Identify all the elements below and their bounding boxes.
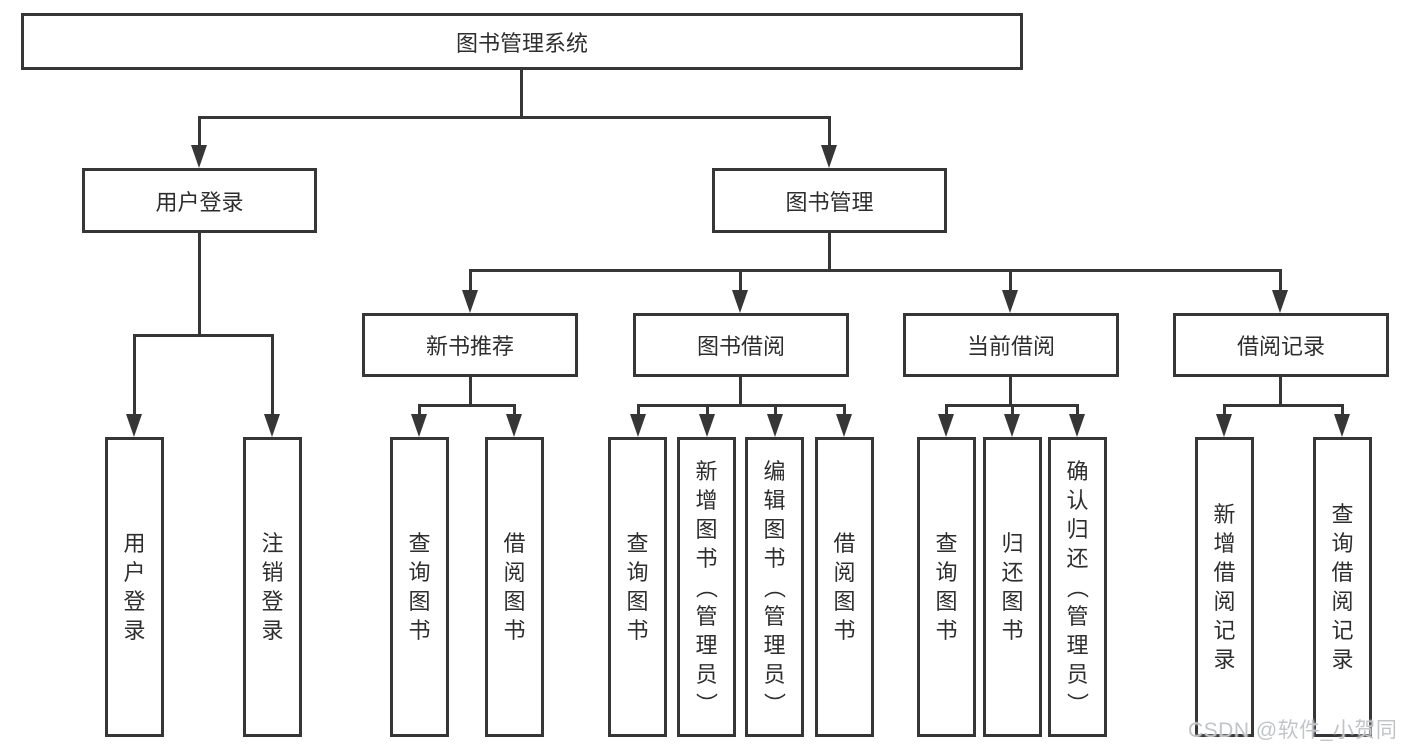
connector-line: [1223, 404, 1226, 416]
connector-line: [520, 70, 523, 118]
arrowhead: [1334, 414, 1350, 437]
arrowhead: [506, 414, 522, 437]
connector-line: [774, 404, 777, 416]
connector-line: [1279, 269, 1282, 292]
connector-line: [945, 404, 948, 416]
node-query-books-2: 查询图书: [608, 437, 667, 737]
arrowhead: [767, 414, 783, 437]
connector-line: [198, 116, 831, 119]
node-confirm-return-admin: 确认归还（管理员）: [1048, 437, 1107, 737]
connector-line: [637, 404, 640, 416]
node-root-system: 图书管理系统: [21, 13, 1023, 70]
node-current-borrowing: 当前借阅: [903, 313, 1119, 377]
node-borrowing-records: 借阅记录: [1173, 313, 1389, 377]
connector-line: [739, 377, 742, 407]
arrowhead: [1216, 414, 1232, 437]
node-add-books-admin: 新增图书（管理员）: [677, 437, 736, 737]
arrowhead: [1004, 414, 1020, 437]
arrowhead: [462, 290, 478, 313]
arrowhead: [836, 414, 852, 437]
connector-line: [418, 404, 421, 416]
arrowhead: [699, 414, 715, 437]
arrowhead: [1002, 290, 1018, 313]
connector-line: [637, 404, 846, 407]
connector-line: [1011, 404, 1014, 416]
connector-line: [198, 116, 201, 146]
connector-line: [1223, 404, 1344, 407]
connector-line: [418, 404, 516, 407]
connector-line: [706, 404, 709, 416]
node-return-books: 归还图书: [983, 437, 1042, 737]
node-query-books-1: 查询图书: [390, 437, 449, 737]
arrowhead: [732, 290, 748, 313]
connector-line: [469, 269, 1282, 272]
connector-line: [1009, 269, 1012, 292]
connector-line: [469, 269, 472, 292]
node-user-login: 用户登录: [82, 168, 317, 233]
arrowhead: [1272, 290, 1288, 313]
connector-line: [198, 233, 201, 336]
node-user-login-leaf: 用户登录: [105, 437, 164, 737]
connector-line: [1076, 404, 1079, 416]
connector-line: [828, 116, 831, 146]
arrowhead: [1069, 414, 1085, 437]
node-new-book-recommendation: 新书推荐: [362, 313, 578, 377]
connector-line: [828, 233, 831, 271]
connector-line: [469, 377, 472, 407]
node-borrow-books-1: 借阅图书: [485, 437, 544, 737]
connector-line: [513, 404, 516, 416]
connector-line: [133, 334, 274, 337]
arrowhead: [938, 414, 954, 437]
arrowhead: [411, 414, 427, 437]
watermark: CSDN @软件_小贺同学: [1188, 719, 1398, 742]
arrowhead: [821, 145, 837, 168]
node-edit-books-admin: 编辑图书（管理员）: [745, 437, 804, 737]
node-query-books-3: 查询图书: [917, 437, 976, 737]
node-add-borrow-record: 新增借阅记录: [1195, 437, 1254, 737]
node-logout: 注销登录: [243, 437, 302, 737]
arrowhead: [630, 414, 646, 437]
node-borrow-books-2: 借阅图书: [815, 437, 874, 737]
node-book-management: 图书管理: [712, 168, 947, 233]
connector-line: [1341, 404, 1344, 416]
connector-line: [1279, 377, 1282, 407]
arrowhead: [126, 414, 142, 437]
arrowhead: [191, 145, 207, 168]
arrowhead: [264, 414, 280, 437]
connector-line: [739, 269, 742, 292]
node-query-borrow-record: 查询借阅记录: [1313, 437, 1372, 737]
connector-line: [133, 334, 136, 416]
connector-line: [1009, 377, 1012, 407]
node-book-borrowing: 图书借阅: [633, 313, 849, 377]
connector-line: [271, 334, 274, 416]
connector-line: [843, 404, 846, 416]
